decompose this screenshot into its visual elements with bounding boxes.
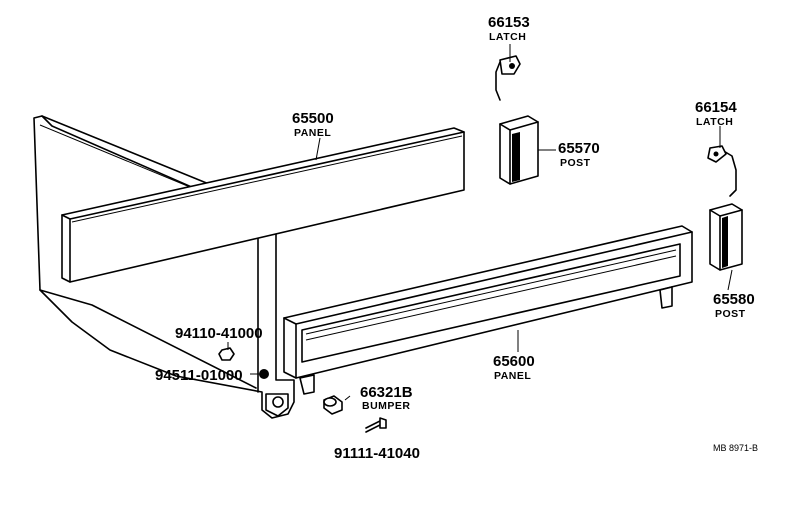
nut-94110 bbox=[218, 347, 235, 361]
label-65580-number: 65580 bbox=[713, 291, 755, 308]
panel-65600 bbox=[283, 225, 693, 395]
post-65580 bbox=[709, 203, 743, 271]
bumper-66321b bbox=[323, 395, 343, 415]
latch-66154 bbox=[707, 145, 737, 197]
latch-66153 bbox=[495, 55, 521, 101]
label-94110-number: 94110-41000 bbox=[175, 325, 263, 342]
post-65570 bbox=[499, 115, 539, 185]
label-65600-number: 65600 bbox=[493, 353, 535, 370]
label-65600-name: PANEL bbox=[494, 370, 531, 382]
bolt-91111 bbox=[365, 417, 387, 433]
label-66321b-number: 66321B bbox=[360, 384, 413, 401]
panel-65500 bbox=[61, 127, 465, 283]
leader-lines bbox=[227, 44, 733, 401]
label-65500-number: 65500 bbox=[292, 110, 334, 127]
label-66321b-name: BUMPER bbox=[362, 400, 411, 412]
label-65580-name: POST bbox=[715, 308, 746, 320]
label-65500-name: PANEL bbox=[294, 127, 331, 139]
label-65570-number: 65570 bbox=[558, 140, 600, 157]
label-66153-number: 66153 bbox=[488, 14, 530, 31]
label-66154-number: 66154 bbox=[695, 99, 737, 116]
label-66154-name: LATCH bbox=[696, 116, 733, 128]
label-65570-name: POST bbox=[560, 157, 591, 169]
reference-code: MB 8971-B bbox=[713, 443, 758, 453]
label-91111-number: 91111-41040 bbox=[334, 445, 420, 462]
label-94511-number: 94511-01000 bbox=[155, 367, 243, 384]
label-66153-name: LATCH bbox=[489, 31, 526, 43]
washer-94511 bbox=[259, 369, 269, 379]
bed-side-frame bbox=[33, 115, 295, 419]
